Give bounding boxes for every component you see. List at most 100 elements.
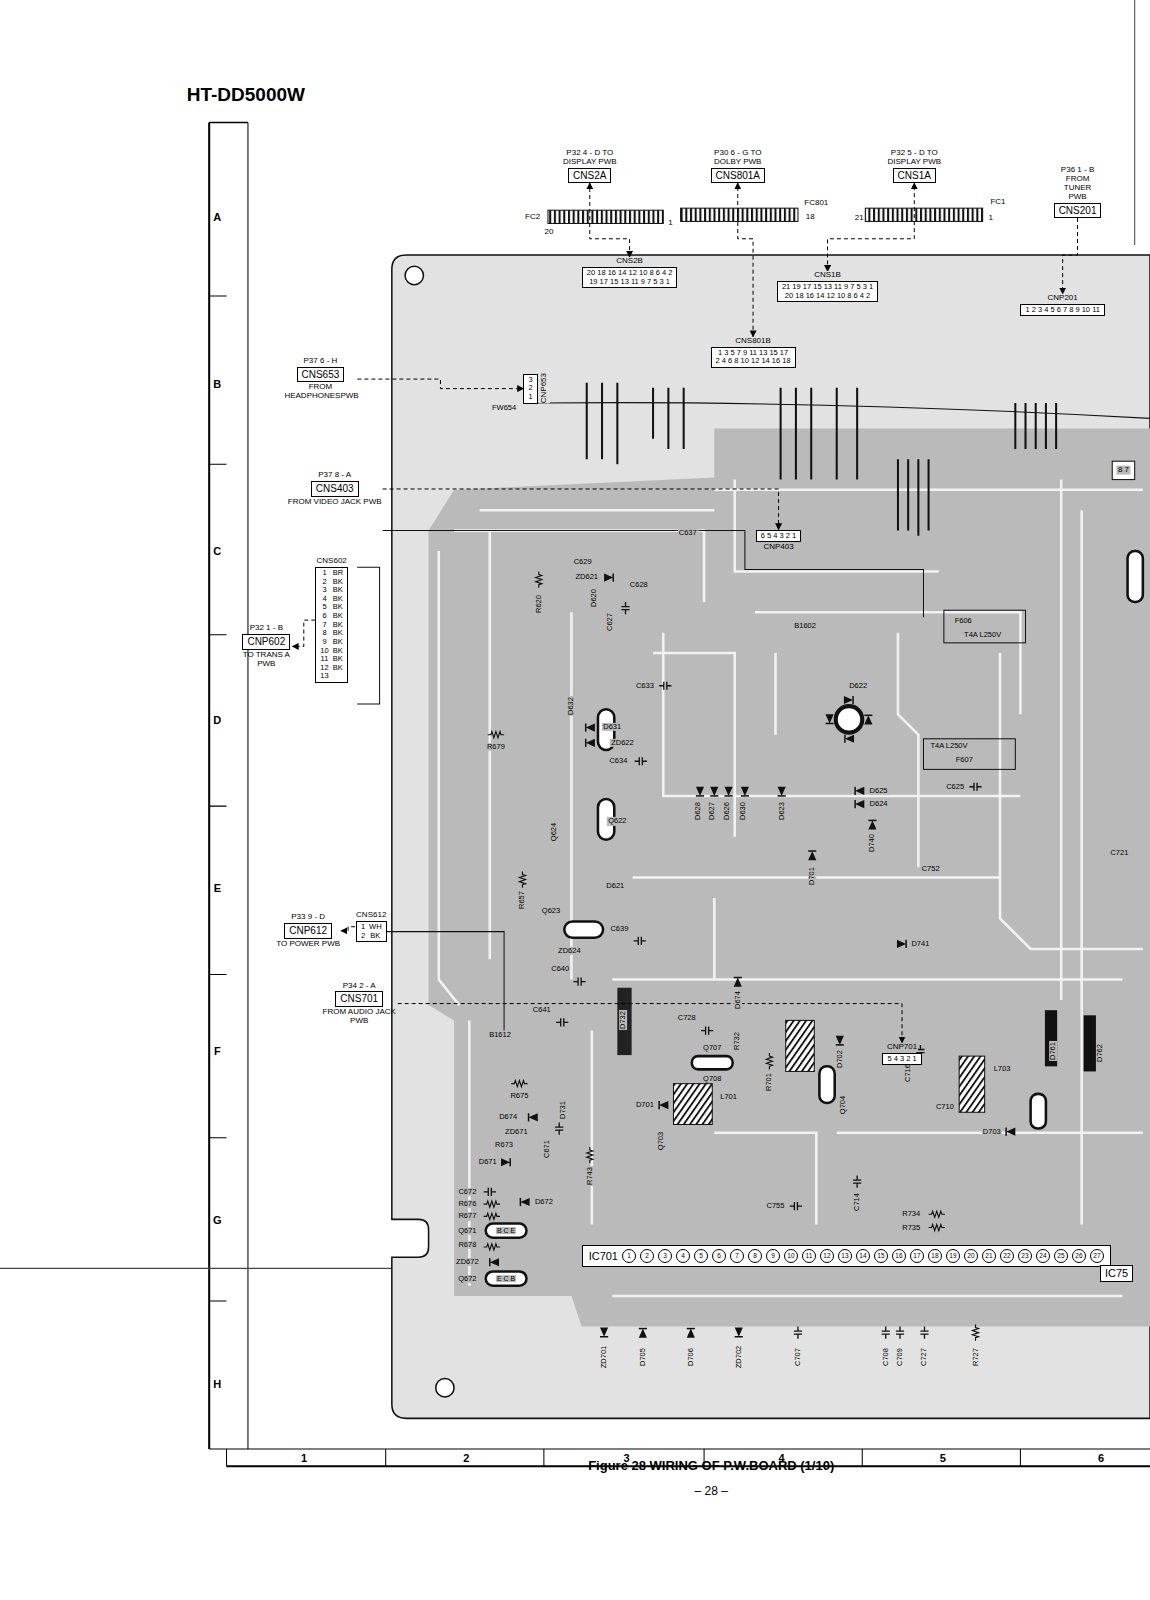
connector-outline: 1BR2BK3BK4BK5BK6BK7BK8BK9BK10BK11BK12BK1… [315, 567, 348, 683]
part-label: C637 [678, 529, 698, 537]
part-label: C714 [853, 1192, 861, 1212]
part-label: 20 [544, 227, 555, 236]
part-label: D621 [605, 882, 625, 890]
connector-node: P34 2 - ACNS701FROM AUDIO JACK PWB [321, 982, 398, 1026]
part-label: C710 [935, 1103, 955, 1111]
connector-name: CNS701 [340, 993, 378, 1005]
grid-reference: H [212, 1378, 222, 1390]
part-label: D702 [836, 1049, 844, 1069]
pin-number: 20 [964, 1249, 978, 1263]
resistor-symbol [484, 1213, 500, 1219]
pin-number: 2 [640, 1249, 654, 1263]
pin-row: BK [333, 621, 343, 630]
diagram-title: HT-DD5000W [187, 84, 305, 106]
connector-node: CNP701 5 4 3 2 1 [882, 1043, 921, 1065]
pin-row: 6 [322, 612, 326, 621]
connector-name: CNS653 [302, 369, 340, 381]
connector-node: CNS6121WH2BK [355, 911, 387, 942]
part-label: D631 [602, 722, 622, 730]
capacitor-symbol [573, 978, 585, 986]
pin-row: WH [369, 923, 382, 932]
diode-symbol [604, 573, 613, 581]
resistor-symbol [511, 1081, 527, 1087]
connector-note: CNP201 [1047, 294, 1079, 303]
connector-note: CNP701 [886, 1043, 918, 1052]
connector-name: IC701 [589, 1250, 618, 1263]
connector-name: IC75 [1105, 1267, 1128, 1280]
connector-note: P30 6 - G TO DOLBY PWB [702, 149, 774, 167]
pin-number: 5 [694, 1249, 708, 1263]
part-label: R620 [535, 594, 543, 614]
connector-outline: 5 4 3 2 1 [882, 1053, 921, 1066]
pin-number: 13 [838, 1249, 852, 1263]
part-label: D762 [1096, 1043, 1104, 1063]
pin-row: BK [333, 595, 343, 604]
part-label: 1 [988, 214, 994, 223]
connector-outline: 1 3 5 7 9 11 13 15 172 4 6 8 10 12 14 16… [711, 347, 796, 368]
part-label: D703 [982, 1128, 1002, 1136]
pin-number: 18 [928, 1249, 942, 1263]
connector-name: CNS801A [716, 170, 760, 182]
pin-number: 10 [784, 1249, 798, 1263]
pin-row: BK [333, 603, 343, 612]
pin-row: 21 19 17 15 13 11 9 7 5 3 1 [782, 283, 873, 292]
component-outline [1031, 1094, 1046, 1129]
pin-row: 4 [322, 595, 326, 604]
pin-row: BK [333, 647, 343, 656]
cable-connection [1063, 218, 1078, 294]
part-label: C634 [608, 757, 628, 765]
part-label: D761 [1049, 1041, 1057, 1061]
connector-outline: 6 5 4 3 2 1 [756, 530, 801, 543]
part-label: C728 [677, 1014, 697, 1022]
part-label: Q624 [550, 821, 558, 841]
part-label: C708 [882, 1347, 890, 1367]
diode-symbol [1006, 1128, 1015, 1136]
connector-outline: CNS701 [335, 991, 383, 1007]
connector-note: CNS2B [615, 257, 644, 266]
connector-outline: CNP612 [284, 923, 332, 939]
copper-trace [469, 480, 1142, 1296]
part-label: ZD702 [735, 1345, 743, 1370]
diode-symbol [586, 739, 595, 747]
pin-number: 24 [1036, 1249, 1050, 1263]
connector-note: P33 9 - D [290, 913, 326, 922]
pin-row: 7 [322, 621, 326, 630]
pin-row: BK [333, 655, 343, 664]
part-label: D624 [869, 800, 889, 808]
component-lead [538, 403, 1150, 419]
part-label: FC2 [524, 213, 541, 222]
part-label: D623 [778, 801, 786, 821]
part-label: FC1 [989, 198, 1006, 207]
grid-frame [209, 1448, 1150, 1449]
connector-name: 5 4 3 2 1 [887, 1055, 916, 1064]
connector-outline: 20 18 16 14 12 10 8 6 4 219 17 15 13 11 … [582, 267, 678, 288]
connector-node: IC75 [1100, 1265, 1133, 1282]
diode-symbol [855, 800, 864, 808]
connector-node: P32 1 - BCNP602TO TRANS A PWB [240, 624, 292, 668]
component-outline [486, 1271, 527, 1285]
component-outline [564, 921, 603, 937]
connector-outline: 1 2 3 4 5 6 7 8 9 10 11 [1020, 304, 1105, 317]
resistor-symbol [972, 1324, 978, 1340]
part-label: Q671 [457, 1226, 477, 1234]
copper-trace [439, 480, 1143, 1296]
connector-node: CNS1B21 19 17 15 13 11 9 7 5 3 120 18 16… [777, 271, 878, 302]
capacitor-symbol [634, 937, 646, 945]
part-label: C716 [904, 1064, 912, 1084]
capacitor-symbol [853, 1176, 861, 1188]
grid-frame [1134, 0, 1135, 245]
connector-note: P36 1 - B FROM TUNER PWB [1054, 166, 1102, 201]
part-label: C633 [635, 682, 655, 690]
part-label: 1 [667, 219, 673, 228]
part-label: D625 [869, 787, 889, 795]
grid-frame [226, 1449, 227, 1466]
cable-connection [398, 1004, 902, 1043]
component-outline [923, 739, 1015, 770]
capacitor-symbol [920, 1327, 928, 1339]
grid-reference: A [212, 211, 222, 223]
part-label: T4A L250V [963, 631, 1002, 639]
connector-note: CNS1B [813, 271, 842, 280]
part-label: ZD624 [557, 947, 582, 955]
cable-connection [292, 620, 315, 646]
capacitor-symbol [621, 602, 629, 614]
